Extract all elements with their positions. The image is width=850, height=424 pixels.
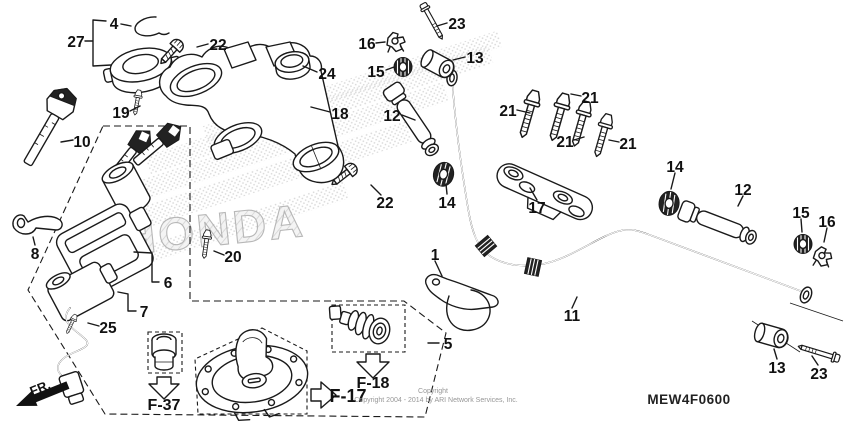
part-callout-21-d: 21 [619, 136, 637, 153]
f18-ref-box [331, 304, 406, 353]
wire-retainer-part [12, 214, 63, 235]
ring-14-right [656, 189, 682, 218]
ref-link-f17[interactable]: F-17 [329, 386, 366, 406]
part-callout-22-mid: 22 [376, 195, 393, 212]
part-callout-22-top: 22 [209, 37, 226, 54]
ring-14-mid [430, 159, 457, 190]
key-part [23, 87, 77, 167]
part-callout-27: 27 [67, 34, 84, 51]
nut-15-right [793, 233, 813, 255]
part-callout-23-top: 23 [448, 16, 466, 33]
part-callout-10: 10 [73, 134, 90, 151]
part-callout-17: 17 [528, 200, 545, 217]
part-callout-12-left: 12 [383, 108, 400, 125]
callout-leader-lines [32, 19, 828, 366]
fr-direction-arrow [16, 381, 70, 406]
clip-16-right [811, 245, 834, 269]
diagram-code: MEW4F0600 [647, 392, 730, 407]
clamp-bracket-part [425, 273, 499, 332]
part-callout-15-left: 15 [367, 64, 385, 81]
part-callout-20: 20 [224, 249, 241, 266]
part-callout-8: 8 [31, 246, 40, 263]
bolt-23-top [417, 0, 447, 43]
fuel-cap-part [195, 329, 309, 421]
fuel-cap-group-outline [194, 327, 308, 415]
bolt-21-d [589, 111, 617, 160]
f18-arrow-icon [356, 353, 390, 379]
f18-part [328, 305, 391, 345]
bolt-21-a [513, 88, 544, 141]
ignition-switch-body [45, 161, 154, 405]
part-callout-16-right: 16 [818, 214, 836, 231]
part-callout-13-top: 13 [466, 50, 484, 67]
part-callout-15-right: 15 [792, 205, 810, 222]
grip-12-right [676, 199, 761, 249]
bar-weight-bottom [751, 321, 791, 351]
part-callout-11: 11 [564, 308, 581, 325]
clip-16-left [386, 31, 406, 53]
part-callout-24: 24 [318, 66, 336, 83]
f37-ref-box [147, 331, 183, 374]
part-callout-4: 4 [110, 16, 119, 33]
part-callout-16-left: 16 [358, 36, 376, 53]
bolt-23-bottom [796, 340, 842, 365]
part-callout-21-c: 21 [556, 134, 574, 151]
ref-link-f37[interactable]: F-37 [148, 397, 181, 414]
part-callout-23-bottom: 23 [810, 366, 828, 383]
snap-ring-part [134, 16, 170, 37]
part-callout-7: 7 [140, 304, 149, 321]
part-callout-21-a: 21 [499, 103, 517, 120]
copyright-line1: Copyright [418, 388, 448, 395]
handlebar-pipe-part [446, 69, 813, 304]
part-callout-19: 19 [112, 105, 130, 122]
part-callout-12-right: 12 [734, 182, 751, 199]
fr-label: FR. [28, 377, 53, 399]
part-callout-18: 18 [331, 106, 349, 123]
f37-part [151, 333, 177, 371]
f17-arrow-icon [310, 381, 337, 409]
part-callout-14-right: 14 [666, 159, 684, 176]
part-callout-6: 6 [164, 275, 173, 292]
part-callout-5: 5 [444, 336, 453, 353]
part-callout-21-b: 21 [581, 90, 599, 107]
stem-nut-part [274, 51, 311, 80]
handle-holder-part [496, 163, 594, 221]
part-callout-1: 1 [431, 247, 440, 264]
part-callout-14-mid: 14 [438, 195, 456, 212]
part-callout-13-bottom: 13 [768, 360, 786, 377]
nut-15-left [393, 56, 413, 78]
lock-set-group-outline [27, 125, 447, 418]
ref-link-f18[interactable]: F-18 [357, 375, 390, 392]
copyright-line2: Copyright 2004 - 2014 by ARI Network Ser… [354, 397, 517, 404]
part-callout-25: 25 [99, 320, 117, 337]
f37-arrow-icon [148, 376, 180, 400]
